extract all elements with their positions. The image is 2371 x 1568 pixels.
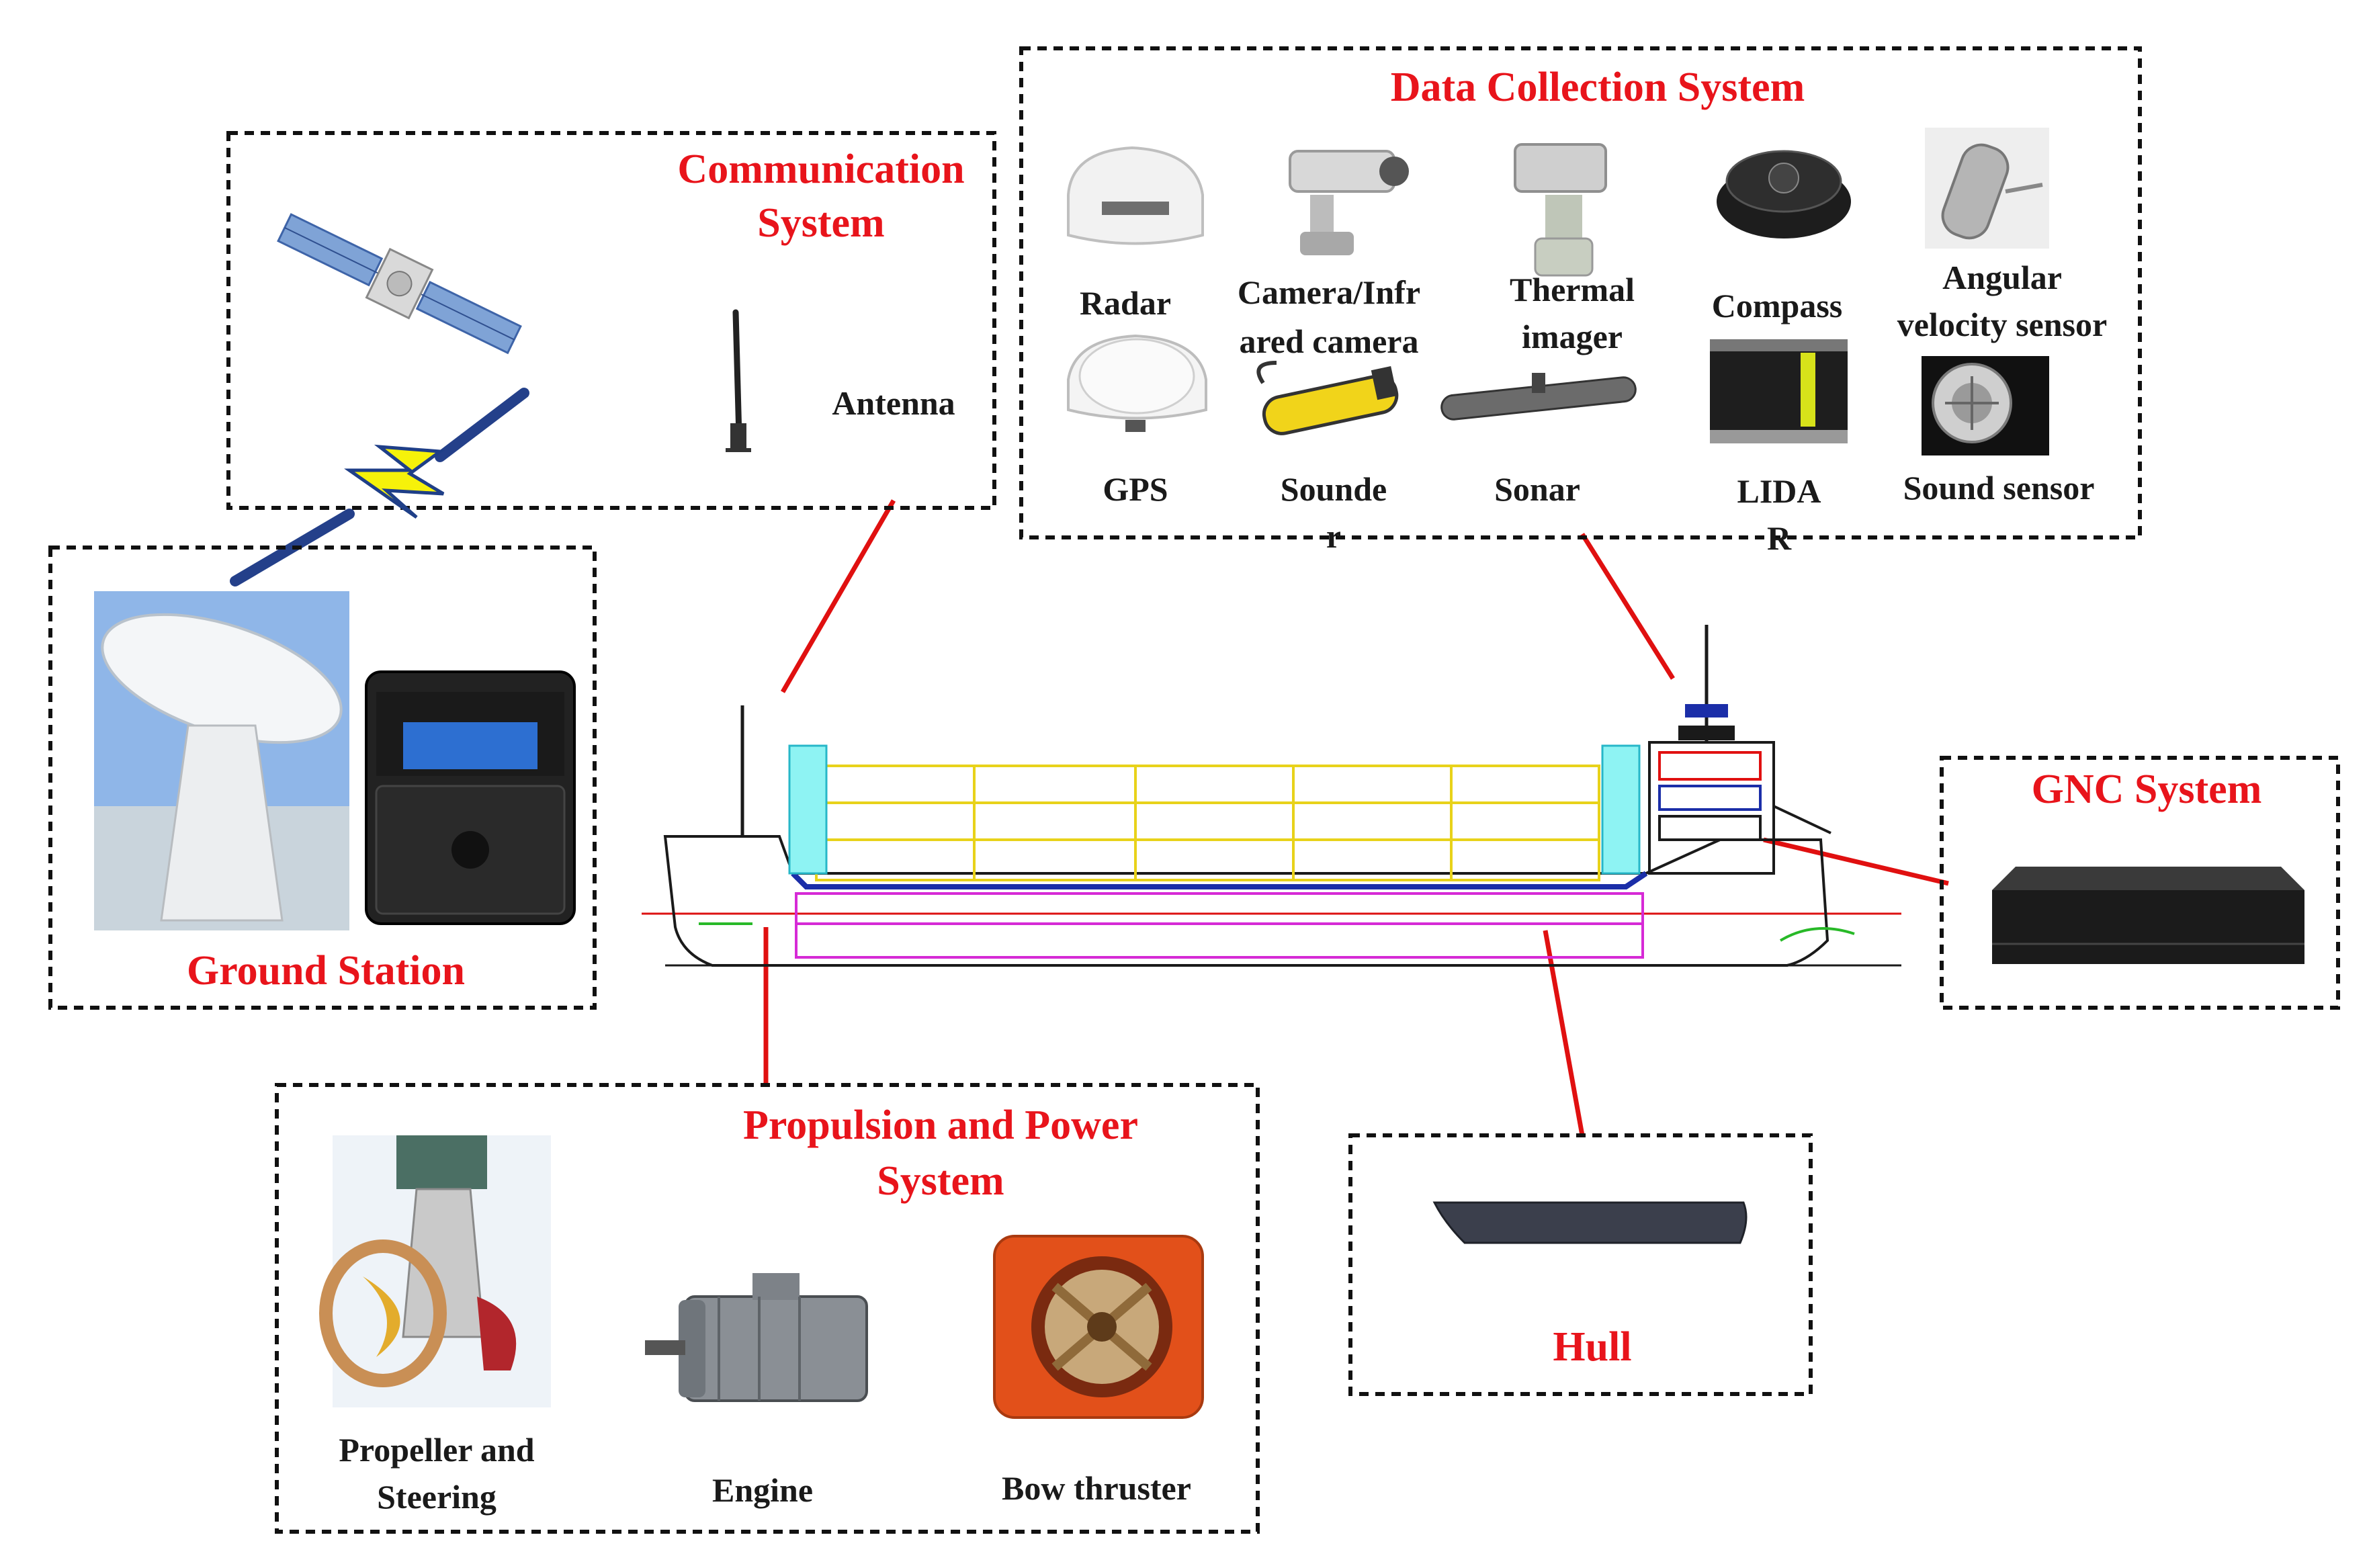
hull-title: Hull bbox=[1553, 1324, 1631, 1370]
lightning-link-icon bbox=[230, 388, 529, 586]
sensor-label-thermal-line1: Thermal bbox=[1510, 271, 1635, 308]
sensor-label-thermal-line2: imager bbox=[1522, 318, 1623, 355]
sensor-label-compass: Compass bbox=[1712, 287, 1842, 324]
ground-station-border bbox=[48, 546, 597, 1010]
bow-thruster-icon bbox=[993, 1235, 1204, 1419]
antenna-label: Antenna bbox=[832, 384, 955, 422]
hull-border bbox=[1348, 1133, 1813, 1396]
communication-title-line1: Communication bbox=[677, 146, 964, 192]
sensor-label-camera-line1: Camera/Infr bbox=[1238, 273, 1420, 311]
thermal-imager-icon bbox=[1514, 143, 1607, 277]
sensor-label-sounder-line1: Sounde bbox=[1281, 470, 1387, 508]
sensor-label-angular-line1: Angular bbox=[1942, 259, 2062, 296]
lidar-icon bbox=[1710, 339, 1848, 443]
angular-velocity-sensor-icon bbox=[1925, 128, 2049, 249]
propulsion-title-line1: Propulsion and Power bbox=[743, 1102, 1138, 1148]
hull-icon bbox=[1432, 1201, 1748, 1244]
sensor-label-gps: GPS bbox=[1103, 470, 1168, 508]
propulsion-panel: Propulsion and Power System bbox=[275, 1083, 1260, 1534]
propeller-steering-icon bbox=[319, 1135, 551, 1407]
propeller-label-line2: Steering bbox=[377, 1478, 497, 1516]
sensor-label-lidar-line2: R bbox=[1767, 519, 1792, 557]
antenna-icon bbox=[726, 309, 751, 452]
sensor-label-angular-line2: velocity sensor bbox=[1897, 306, 2107, 343]
gnc-system-border bbox=[1940, 756, 2340, 1010]
data-collection-border bbox=[1019, 46, 2142, 539]
ground-station-title: Ground Station bbox=[187, 948, 465, 994]
bow-thruster-label: Bow thruster bbox=[1002, 1469, 1191, 1507]
propulsion-title-line2: System bbox=[877, 1158, 1004, 1204]
gnc-unit-icon bbox=[1992, 867, 2304, 964]
satellite-dish-icon bbox=[94, 591, 349, 930]
sonar-icon bbox=[1440, 373, 1637, 421]
connector-communication bbox=[780, 499, 896, 693]
connector-data-collection bbox=[1580, 533, 1675, 680]
connector-gnc bbox=[1763, 837, 1949, 886]
satellite-icon bbox=[277, 213, 522, 355]
camera-icon bbox=[1289, 150, 1409, 255]
communication-system-border bbox=[226, 131, 996, 510]
connector-hull bbox=[1543, 930, 1585, 1136]
communication-system-panel: Communication System Antenna bbox=[226, 131, 996, 510]
sensor-label-camera-line2: ared camera bbox=[1239, 322, 1418, 360]
sensor-label-radar: Radar bbox=[1080, 284, 1171, 322]
hull-panel: Hull bbox=[1348, 1133, 1813, 1396]
connector-lines bbox=[763, 499, 1949, 1136]
gnc-system-title: GNC System bbox=[2032, 767, 2262, 812]
sensor-label-sonar: Sonar bbox=[1494, 470, 1580, 508]
sensor-label-lidar-line1: LIDA bbox=[1737, 472, 1821, 510]
gnc-system-panel: GNC System bbox=[1940, 756, 2340, 1010]
propulsion-border bbox=[275, 1083, 1260, 1534]
control-case-icon bbox=[365, 670, 576, 925]
engine-label: Engine bbox=[712, 1471, 813, 1509]
ship-drawing-icon bbox=[642, 625, 1901, 967]
propeller-label-line1: Propeller and bbox=[339, 1431, 534, 1469]
sensor-label-sound: Sound sensor bbox=[1903, 469, 2095, 507]
data-collection-panel: Data Collection System bbox=[1019, 46, 2142, 557]
sound-sensor-icon bbox=[1922, 356, 2049, 455]
sounder-icon bbox=[1256, 361, 1399, 435]
communication-title-line2: System bbox=[757, 200, 884, 246]
radar-icon bbox=[1067, 146, 1204, 245]
ground-station-panel: Ground Station bbox=[48, 546, 597, 1010]
data-collection-title: Data Collection System bbox=[1391, 64, 1805, 110]
engine-icon bbox=[645, 1273, 868, 1402]
sensor-label-sounder-line2: r bbox=[1326, 517, 1341, 555]
compass-icon bbox=[1717, 150, 1851, 238]
gps-icon bbox=[1067, 334, 1207, 432]
